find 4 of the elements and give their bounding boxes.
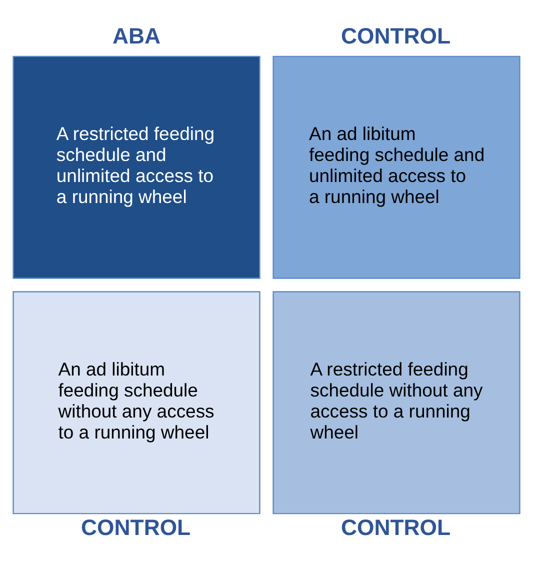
node-label: ABA: [112, 23, 160, 48]
node-label: CONTROL: [341, 515, 451, 540]
node-label: CONTROL: [341, 23, 451, 48]
node-label: CONTROL: [81, 515, 191, 540]
